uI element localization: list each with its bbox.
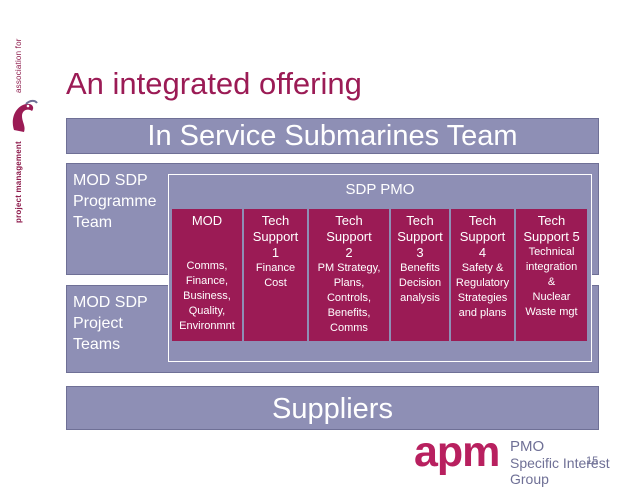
pmo-column-tech-support-1: Tech Support 1 Finance Cost bbox=[244, 209, 307, 341]
pmo-column-tech-support-2: Tech Support 2 PM Strategy, Plans, Contr… bbox=[309, 209, 389, 341]
pmo-columns: MOD Comms, Finance, Business, Quality, E… bbox=[172, 209, 587, 341]
column-title: Tech Support 5 bbox=[523, 213, 580, 244]
page-number: 15 bbox=[586, 455, 599, 467]
column-title: Tech Support 4 bbox=[459, 213, 506, 260]
slide-title: An integrated offering bbox=[66, 66, 362, 101]
apm-logo-text: apm bbox=[414, 428, 500, 476]
programme-team-label: MOD SDP Programme Team bbox=[73, 172, 157, 231]
column-desc: Technical integration & Nuclear Waste mg… bbox=[525, 246, 578, 318]
side-logo-text-top: association for bbox=[14, 38, 23, 93]
pmo-column-mod: MOD Comms, Finance, Business, Quality, E… bbox=[172, 209, 242, 341]
column-desc: Safety & Regulatory Strategies and plans bbox=[455, 262, 510, 319]
column-title: Tech Support 2 bbox=[326, 213, 372, 260]
pmo-header: SDP PMO bbox=[345, 181, 415, 198]
column-desc: PM Strategy, Plans, Controls, Benefits, … bbox=[317, 262, 381, 334]
pmo-column-tech-support-4: Tech Support 4 Safety & Regulatory Strat… bbox=[451, 209, 514, 341]
bird-logo-icon bbox=[12, 99, 38, 132]
column-title: MOD bbox=[191, 213, 223, 228]
side-logo-text-bottom: project management bbox=[14, 141, 23, 223]
pmo-column-tech-support-5: Tech Support 5 Technical integration & N… bbox=[516, 209, 587, 341]
isst-bar: In Service Submarines Team bbox=[66, 118, 599, 154]
column-desc: Benefits Decision analysis bbox=[398, 262, 442, 304]
column-title: Tech Support 3 bbox=[397, 213, 443, 260]
column-desc: Comms, Finance, Business, Quality, Envir… bbox=[179, 260, 235, 332]
pmo-column-tech-support-3: Tech Support 3 Benefits Decision analysi… bbox=[391, 209, 449, 341]
project-teams-label: MOD SDP Project Teams bbox=[73, 294, 148, 353]
pmo-box: SDP PMO MOD Comms, Finance, Business, Qu… bbox=[168, 174, 592, 362]
footer-pmo: PMO bbox=[510, 438, 545, 455]
side-logo: association for project management bbox=[2, 8, 42, 223]
column-desc: Finance Cost bbox=[255, 262, 296, 289]
column-title: Tech Support 1 bbox=[252, 213, 299, 260]
footer-group: Specific Interest Group bbox=[510, 455, 610, 487]
suppliers-bar: Suppliers bbox=[66, 386, 599, 430]
